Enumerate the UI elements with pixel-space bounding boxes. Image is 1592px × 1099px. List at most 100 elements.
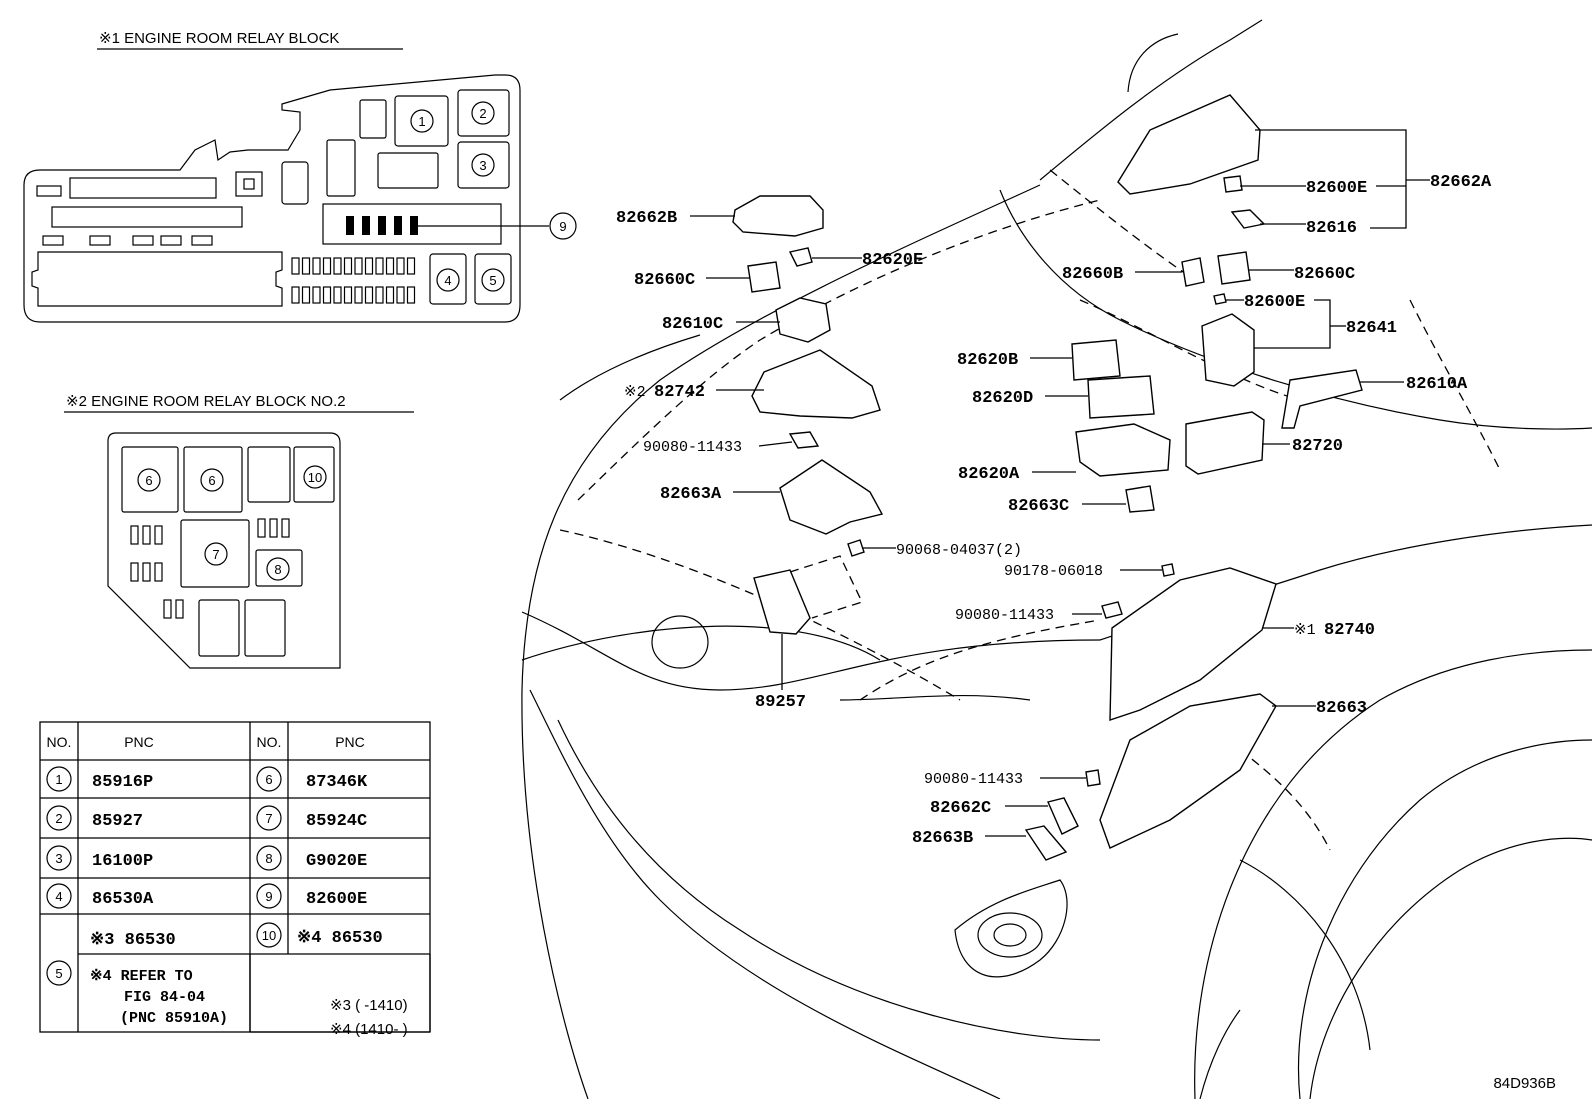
row-pnc: G9020E [306,852,367,871]
row-pnc: 86530A [92,890,154,909]
mini-fuse-rows [291,257,416,304]
part-82663C [1125,485,1155,513]
svg-text:3: 3 [479,158,486,173]
row-note: FIG 84-04 [124,989,205,1006]
part-82662C [1047,797,1079,835]
part-82740 [1109,567,1277,721]
relay-socket-7 [180,519,250,588]
callout-90178-06018: 90178-06018 [1004,563,1103,580]
part-89257 [753,569,811,635]
svg-text:9: 9 [559,219,566,234]
mini-fuse [269,518,278,538]
relay-socket [281,161,309,205]
fuse-strip [51,206,243,228]
row-pnc: 82600E [306,890,367,909]
row-no: 4 [55,889,62,904]
mini-fuse [301,286,311,304]
mini-fuse [406,257,416,275]
row-pnc: ※4 86530 [297,929,383,948]
row-no: 2 [55,811,62,826]
part-82662A [1117,94,1261,195]
callout-82620A: 82620A [958,465,1020,484]
relay-socket [359,99,387,139]
fuse-row-9 [322,203,502,245]
callout-82742-mark: ※2 [624,384,646,401]
mini-fuse [301,257,311,275]
marker-5: 5 [481,268,505,292]
part-82663 [1099,693,1277,849]
part-82720 [1185,411,1265,475]
mini-fuse [312,257,321,275]
svg-text:2: 2 [479,106,486,121]
mount-bracket [789,555,863,619]
fuse-slot [160,235,182,246]
part-82663B [1024,825,1068,861]
row-note: ※4 REFER TO [90,968,193,985]
part-82662B [732,195,824,237]
fuse-slot [36,185,62,197]
part-82660B [1181,257,1205,287]
mini-fuse [257,518,266,538]
marker-8: 8 [266,557,290,581]
mini-fuse [375,286,384,304]
callout-82740: 82740 [1324,621,1375,640]
row-pnc: 85927 [92,812,143,831]
callout-leaders [690,129,1430,837]
relay-block-2: ※2 ENGINE ROOM RELAY BLOCK NO.2 6 6 10 7… [64,393,414,669]
callout-82610C: 82610C [662,315,723,334]
part-82620E [788,247,813,267]
fuse [410,216,418,235]
row-no: 6 [265,772,272,787]
row-no: 10 [262,928,276,943]
mini-fuse-rows [130,518,290,619]
callout-82620D: 82620D [972,389,1033,408]
callout-82742: 82742 [654,383,705,402]
mini-fuse [364,286,374,304]
row-no: 3 [55,851,62,866]
svg-text:10: 10 [308,470,322,485]
part-82610A [1281,369,1363,429]
mini-fuse [312,286,321,304]
mini-fuse [322,257,332,275]
col-header-no: NO. [47,734,72,750]
mini-fuse [281,518,290,538]
callout-82620B: 82620B [957,351,1018,370]
callout-90068-04037: 90068-04037(2) [896,542,1022,559]
relay-block-1-outline [23,74,521,323]
mini-fuse [385,257,395,275]
bolt-90080 [1085,769,1101,787]
marker-10: 10 [303,465,327,489]
callout-82662A: 82662A [1430,173,1492,192]
row-no: 8 [265,851,272,866]
relay-socket-1 [394,95,449,147]
callout-89257: 89257 [755,693,806,712]
part-82600E [1213,293,1227,305]
mini-fuse [291,286,300,304]
relay-block-2-outline [107,432,341,669]
part-82663A [779,459,884,535]
fuse [346,216,354,235]
relay-socket-10 [293,446,335,503]
callout-82600E: 82600E [1306,179,1367,198]
table-frame [39,721,431,1033]
col-header-pnc: PNC [335,734,365,750]
mini-fuse [406,286,416,304]
mini-fuse [343,257,353,275]
connector-base [31,251,283,307]
row-no: 1 [55,772,62,787]
callout-82663A: 82663A [660,485,722,504]
part-82742 [751,349,881,419]
callout-82660C: 82660C [634,271,695,290]
marker-6a: 6 [137,468,161,492]
relay-socket-5 [474,253,512,305]
marker-6b: 6 [200,468,224,492]
callout-82663C: 82663C [1008,497,1069,516]
callout-82662B: 82662B [616,209,677,228]
mini-fuse [142,525,151,545]
